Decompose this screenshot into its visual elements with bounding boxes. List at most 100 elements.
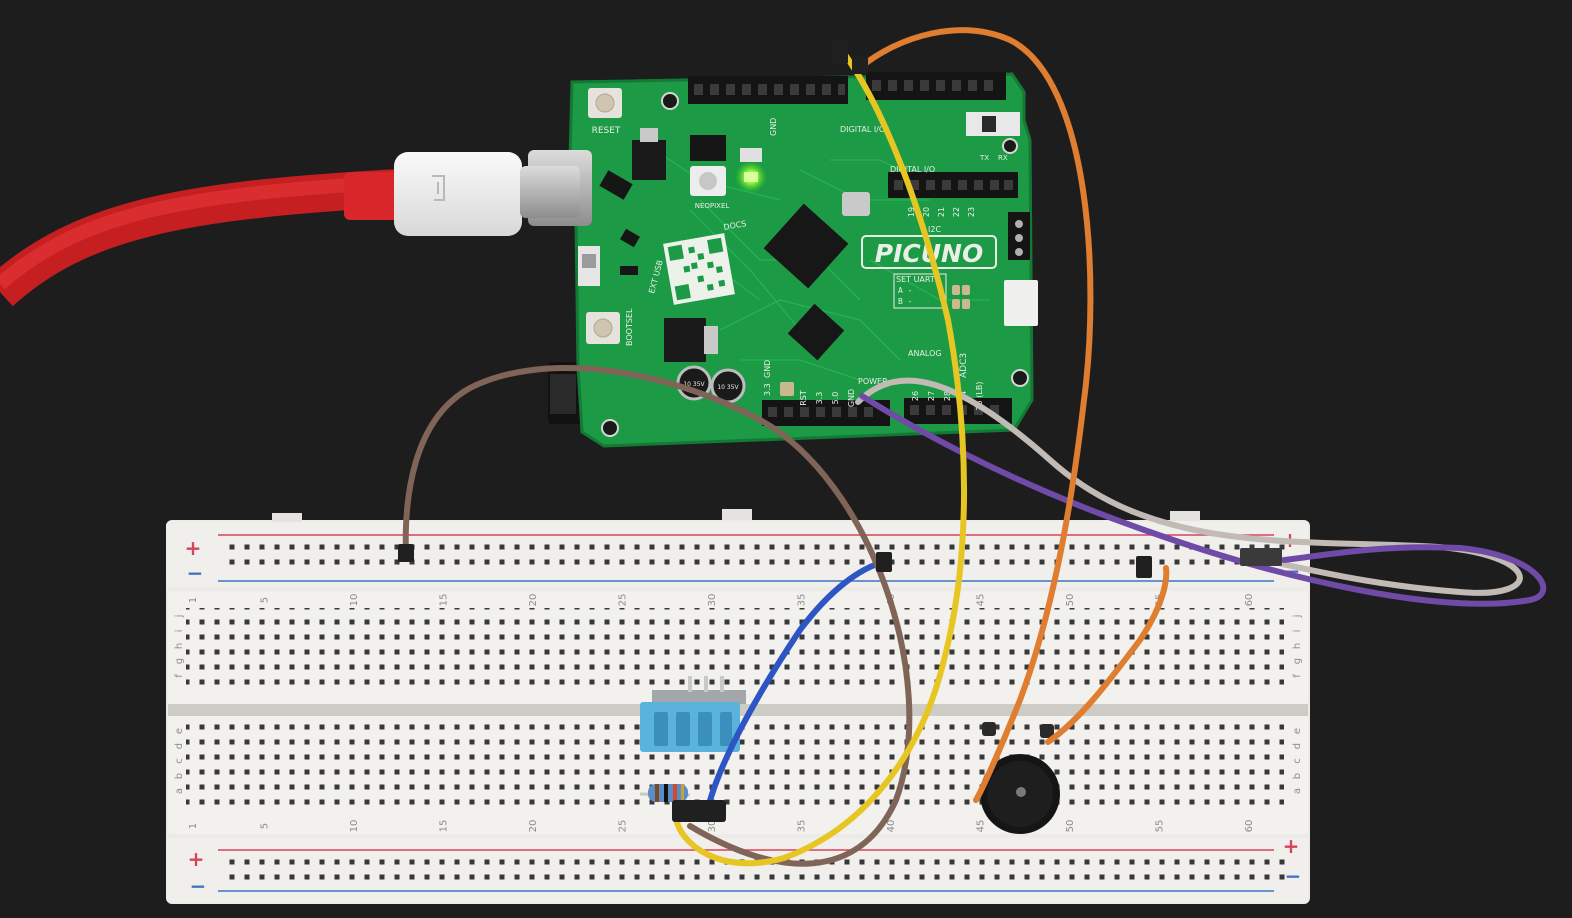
set-uart-label: SET UART: [896, 275, 935, 284]
row-letter-left-b: b: [174, 773, 185, 779]
small-led-2: [740, 148, 762, 162]
breadboard-clip-right: [1170, 511, 1200, 521]
dht11-sensor: [640, 676, 746, 752]
wire-yellow: [673, 45, 968, 867]
upper-col-num-20: 20: [528, 594, 539, 607]
docs-label: DOCS: [723, 219, 747, 232]
reset-label: RESET: [592, 126, 621, 136]
row-letter-right-a: a: [1292, 788, 1303, 794]
row-letter-left-g: g: [174, 658, 185, 664]
power-pin-label-3: GND: [847, 389, 856, 407]
breadboard-clip-left: [272, 513, 302, 522]
upper-col-num-15: 15: [439, 594, 450, 607]
lower-col-num-55: 55: [1155, 820, 1166, 833]
power-pin-labels: RST 3.3 5.0 GND: [799, 389, 856, 407]
v33-label: 3.3: [763, 383, 772, 396]
usb-brand-icon: [432, 175, 445, 201]
neopixel-label: NEOPIXEL: [695, 202, 730, 210]
mount-hole-tr: [1002, 138, 1018, 154]
bottom-rail-minus-left: −: [190, 874, 207, 898]
bootsel-button-cap[interactable]: [593, 318, 613, 338]
uart-jumper-box: [893, 273, 947, 309]
resistor: [639, 784, 691, 802]
row-letter-right-h: h: [1292, 643, 1303, 649]
upper-col-num-10: 10: [349, 594, 360, 607]
row-letter-left-j: j: [174, 615, 185, 619]
uart-solder-jumpers: [952, 285, 970, 309]
flash-chip: [787, 303, 845, 361]
power-pin-label-1: 3.3: [815, 392, 824, 405]
bottom-rail-plus-right: +: [1283, 834, 1300, 858]
lower-col-num-15: 15: [439, 820, 450, 833]
bootsel-label: BOOTSEL: [625, 308, 634, 346]
dc-jack-face: [550, 374, 576, 414]
mid-pin-label-20: 20: [922, 207, 931, 217]
bottom-rail-plus-left: +: [188, 847, 205, 871]
breadboard-clip-mid: [722, 509, 752, 520]
row-letter-left-h: h: [174, 643, 185, 649]
resistor-smd: [620, 266, 638, 275]
lower-col-num-10: 10: [349, 820, 360, 833]
lower-col-num-30: 30: [707, 820, 718, 833]
usb-c-plug-metal: [520, 166, 580, 218]
wire-tip-orange-rail: [1136, 556, 1152, 578]
capacitor-1-label: 10 35V: [683, 381, 705, 388]
picuno-board: RESET BOOTSEL EXT USB NEOPIXEL: [528, 72, 1038, 448]
voltage-regulator-bottom: [664, 318, 706, 362]
board-name-plate: [861, 235, 997, 269]
tx-label: TX: [979, 154, 989, 162]
jumper-wires: [398, 27, 1547, 867]
row-letter-left-f: f: [174, 674, 185, 678]
row-letter-right-j: j: [1292, 615, 1303, 619]
top-rail-holes-plus: [225, 539, 1285, 554]
usb-plug-housing: [394, 152, 522, 236]
power-pin-label-0: RST: [799, 390, 808, 406]
buzzer-hole: [1016, 787, 1026, 797]
rx-label: RX: [998, 154, 1008, 162]
wire-tip-yellow-top: [832, 40, 848, 64]
usb-c-cable: [0, 152, 580, 307]
upper-col-num-60: 60: [1244, 594, 1255, 607]
row-letter-left-c: c: [174, 758, 185, 764]
reset-button-cap[interactable]: [595, 93, 615, 113]
row-letter-left-e: e: [174, 728, 185, 734]
lower-col-num-40: 40: [886, 820, 897, 833]
gnd-top-label: GND: [769, 118, 778, 136]
upper-col-num-45: 45: [976, 594, 987, 607]
piezo-buzzer: [980, 722, 1060, 834]
docs-qr-code: [663, 233, 735, 305]
row-letter-right-e: e: [1292, 728, 1303, 734]
power-solder-jumper: [780, 382, 794, 396]
rp2040-microcontroller: [763, 203, 849, 289]
wire-orange-short: [1045, 565, 1170, 745]
mid-pin-label-22: 22: [952, 207, 961, 217]
upper-col-num-5: 5: [260, 597, 271, 603]
upper-col-num-25: 25: [618, 594, 629, 607]
row-letter-right-i: i: [1292, 630, 1303, 633]
wire-tip-gray-purple: [1240, 548, 1282, 566]
i2c-connector: [1004, 280, 1038, 326]
top-rail-plus-left: +: [185, 536, 202, 560]
upper-col-num-30: 30: [707, 594, 718, 607]
mid-pin-label-19: 19: [907, 207, 916, 217]
crystal: [842, 192, 870, 216]
mid-pin-label-21: 21: [937, 207, 946, 217]
upper-col-num-35: 35: [797, 594, 808, 607]
analog-pin-label-2: 28: [943, 391, 952, 401]
wire-tip-brown: [398, 544, 414, 562]
wire-tip-orange-top: [852, 56, 868, 74]
mount-hole-bl: [601, 419, 619, 437]
lower-col-num-5: 5: [260, 823, 271, 829]
power-pin-label-2: 5.0: [831, 392, 840, 405]
lower-col-num-50: 50: [1065, 820, 1076, 833]
wire-orange-long: [859, 27, 1094, 803]
row-letter-left-a: a: [174, 788, 185, 794]
digital-io-mid-label: DIGITAL I/O: [890, 165, 935, 174]
analog-pin-label-1: 27: [927, 391, 936, 401]
lower-col-num-20: 20: [528, 820, 539, 833]
capacitor-2-label: 10 35V: [717, 384, 739, 391]
small-ic-3: [620, 228, 640, 248]
